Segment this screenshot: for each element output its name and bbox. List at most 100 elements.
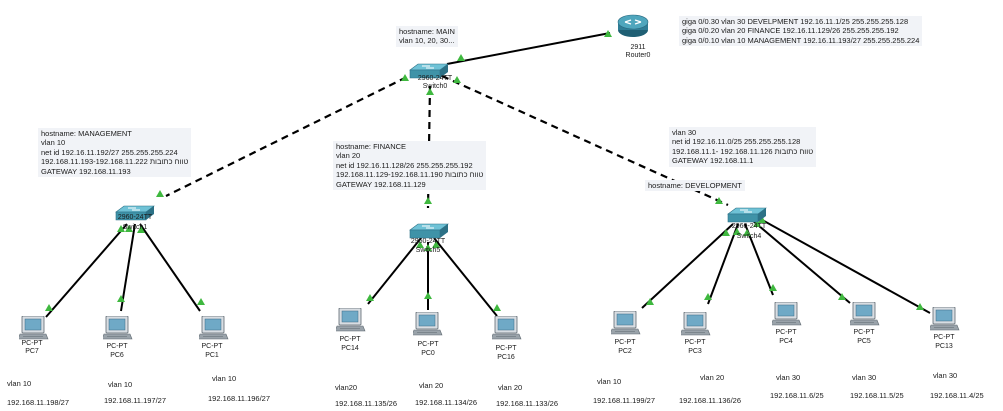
- pc-name-label: PC0: [421, 350, 435, 357]
- pc-pc2[interactable]: [609, 310, 641, 337]
- access-link-pc14[interactable]: [367, 237, 422, 305]
- access-link-pc13[interactable]: [754, 215, 931, 314]
- port-status-icon: [424, 197, 432, 204]
- pc-vlan-text: vlan 10: [108, 380, 133, 389]
- access-link-pc6[interactable]: [120, 223, 136, 312]
- pc-pc3[interactable]: [679, 311, 711, 338]
- pc-vlan-text: vlan 30: [933, 371, 958, 380]
- note-line: 192.168.11.193-192.168.11.222 טווח כתובו…: [41, 157, 189, 167]
- pc-pc0[interactable]: [411, 311, 443, 338]
- router-icon: [617, 14, 649, 37]
- pc-vlan-text: vlan 20: [498, 383, 523, 392]
- pc-icon: [679, 311, 711, 336]
- pc-ip-text: 192.168.11.134/26: [415, 398, 478, 407]
- port-status-icon: [838, 293, 846, 300]
- finance-switch-note: hostname: FINANCE vlan 20 net id 192.16.…: [333, 141, 487, 191]
- port-status-icon: [424, 244, 432, 251]
- pc-type-label: PC-PT: [417, 341, 439, 348]
- port-status-icon: [197, 298, 205, 305]
- pc-name-label: PC6: [110, 352, 124, 359]
- port-status-icon: [457, 54, 465, 61]
- pc-name-label: PC1: [205, 352, 219, 359]
- pc-ip-text: 192.168.11.136/26: [679, 396, 742, 405]
- port-status-icon: [137, 226, 145, 233]
- subinterface-line: giga 0/0.10 vlan 10 MANAGEMENT 192.16.11…: [682, 35, 920, 45]
- port-status-icon: [493, 304, 501, 311]
- port-status-icon: [715, 197, 723, 204]
- pc-pc16[interactable]: [490, 315, 522, 342]
- subinterface-line: giga 0/0.20 vlan 20 FINANCE 192.16.11.12…: [682, 26, 899, 36]
- port-status-icon: [758, 216, 766, 223]
- port-status-icon: [704, 293, 712, 300]
- pc-type-label: PC-PT: [495, 345, 517, 352]
- pc-pc5[interactable]: [848, 301, 880, 328]
- trunk-link-main-development[interactable]: [441, 74, 729, 207]
- note-line: GATEWAY 192.168.11.129: [336, 179, 426, 189]
- pc-icon: [928, 306, 960, 331]
- pc-type-label: PC-PT: [853, 329, 875, 336]
- pc-pc7[interactable]: [17, 315, 49, 342]
- pc-ip-text: 192.168.11.6/25: [770, 391, 824, 400]
- pc-type-label: PC-PT: [775, 329, 797, 336]
- development-hostname-note: hostname: DEVELOPMENT: [645, 180, 745, 192]
- access-link-pc7[interactable]: [45, 223, 128, 318]
- access-link-pc16[interactable]: [433, 237, 498, 317]
- switch-name-label: Switch5: [415, 247, 441, 254]
- pc-vlan-text: vlan 20: [700, 373, 725, 382]
- port-status-icon: [401, 74, 409, 81]
- pc-icon: [848, 301, 880, 326]
- pc-type-label: PC-PT: [201, 343, 223, 350]
- port-status-icon: [424, 292, 432, 299]
- pc-name-label: PC7: [25, 348, 39, 355]
- note-line: net id 192.16.11.0/25 255.255.255.128: [672, 137, 801, 147]
- note-line: 192.168.11.129-192.168.11.190 טווח כתובו…: [336, 170, 484, 180]
- port-status-icon: [45, 304, 53, 311]
- pc-name-label: PC2: [618, 348, 632, 355]
- access-link-pc3[interactable]: [707, 223, 739, 305]
- pc-pc4[interactable]: [770, 301, 802, 328]
- pc-ip-text: 192.168.11.199/27: [593, 396, 656, 405]
- pc-pc14[interactable]: [334, 307, 366, 334]
- note-line: vlan 10: [41, 138, 66, 148]
- port-status-icon: [156, 190, 164, 197]
- router-router0[interactable]: [616, 13, 650, 41]
- pc-vlan-text: vlan20: [335, 383, 358, 392]
- port-status-icon: [366, 294, 374, 301]
- note-line: 192.168.11.1- 192.168.11.126 טווח כתובות: [672, 146, 814, 156]
- switch-name-label: Switch4: [736, 233, 762, 240]
- pc-vlan-text: vlan 10: [212, 374, 237, 383]
- pc-icon: [609, 310, 641, 335]
- port-status-icon: [646, 298, 654, 305]
- pc-type-label: PC-PT: [614, 339, 636, 346]
- pc-pc1[interactable]: [197, 315, 229, 342]
- router-name-label: Router0: [625, 52, 651, 59]
- note-line: net id 192.16.11.128/26 255.255.255.192: [336, 160, 473, 170]
- port-status-icon: [743, 229, 751, 236]
- pc-pc13[interactable]: [928, 306, 960, 333]
- port-status-icon: [722, 229, 730, 236]
- pc-ip-text: 192.168.11.135/26: [335, 399, 398, 408]
- port-status-icon: [426, 88, 434, 95]
- trunk-link-main-management[interactable]: [165, 71, 418, 197]
- pc-pc6[interactable]: [101, 315, 133, 342]
- note-line: vlan 30: [672, 128, 697, 137]
- pc-ip-text: 192.168.11.5/25: [850, 391, 904, 400]
- pc-icon: [197, 315, 229, 340]
- port-status-icon: [432, 241, 440, 248]
- access-link-pc5[interactable]: [751, 219, 851, 304]
- subinterface-line: giga 0/0.30 vlan 30 DEVELPMENT 192.16.11…: [682, 17, 909, 26]
- note-line: GATEWAY 192.168.11.1: [672, 156, 754, 166]
- trunk-link-main-router[interactable]: [446, 32, 611, 65]
- switch-model-label: 2960-24TT: [117, 214, 153, 221]
- access-link-pc2[interactable]: [641, 223, 734, 309]
- access-link-pc1[interactable]: [139, 223, 201, 312]
- pc-vlan-text: vlan 20: [419, 381, 444, 390]
- development-switch-note: vlan 30 net id 192.16.11.0/25 255.255.25…: [669, 127, 817, 167]
- switch-name-label: Switch1: [122, 224, 148, 231]
- pc-icon: [101, 315, 133, 340]
- pc-icon: [770, 301, 802, 326]
- note-line: net id 192.16.11.192/27 255.255.255.224: [41, 147, 178, 157]
- pc-icon: [334, 307, 366, 332]
